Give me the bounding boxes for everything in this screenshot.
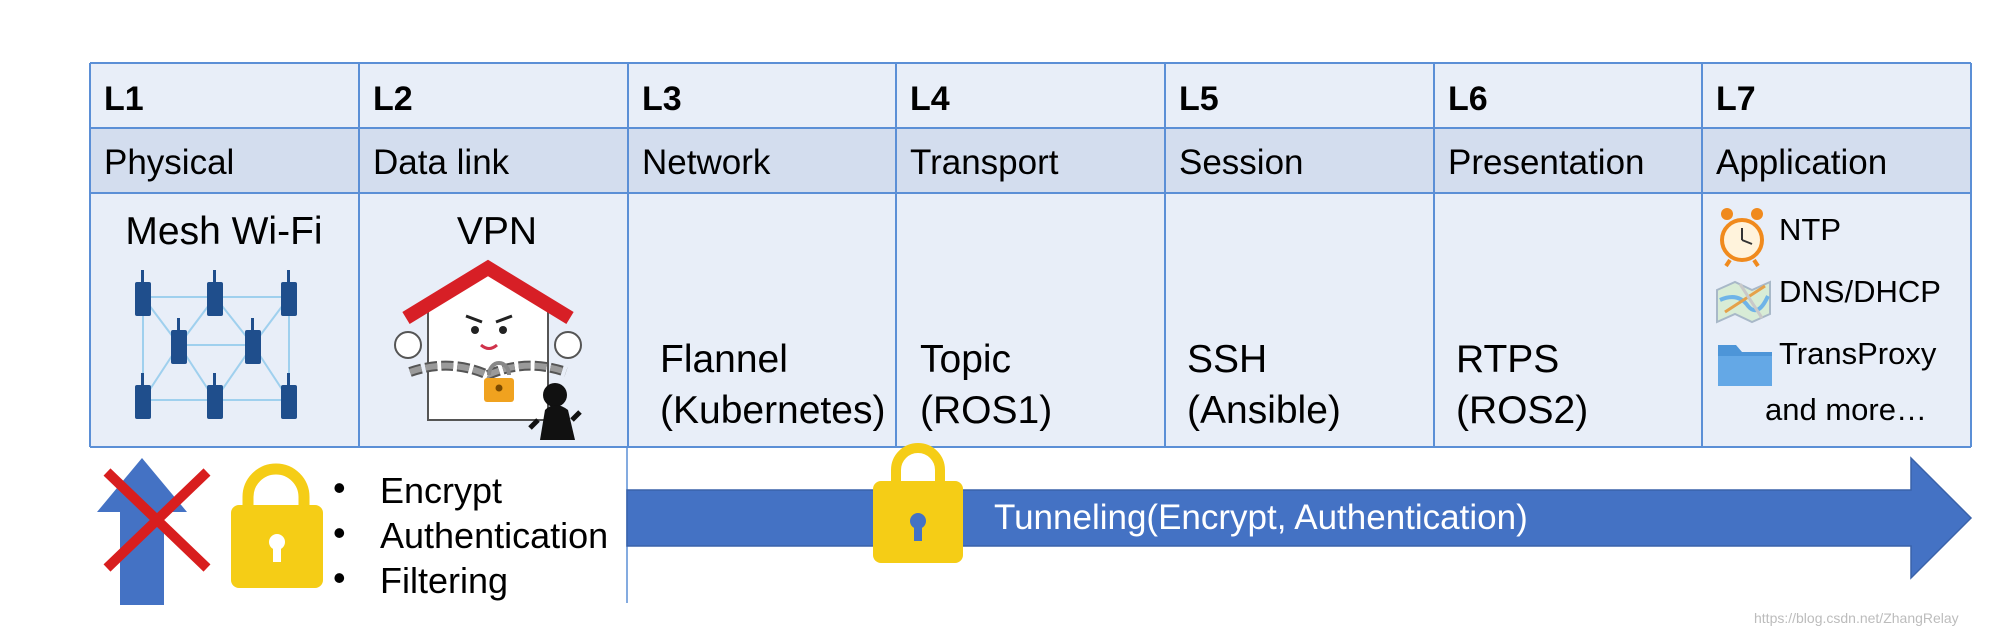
feature-bullets: • Encrypt • Authentication • Filtering [333,467,608,601]
level-labels: L1 L2 L3 L4 L5 L6 L7 [104,80,1756,118]
layer-content-text: Flannel [660,338,788,381]
bullet-item: Filtering [380,560,508,601]
content-row-bg [90,193,1971,447]
folder-icon [1718,345,1772,386]
bullet-item: Authentication [380,515,608,556]
layer-name: Transport [910,143,1059,182]
layer-content-text: VPN [457,210,537,253]
level-l7: L7 [1716,80,1756,118]
name-row-bg [90,128,1971,193]
level-l1: L1 [104,80,144,118]
layer-name: Network [642,143,771,182]
application-icons: NTP DNS/DHCP TransProxy and more… [1716,208,1941,427]
layer-names: Physical Data link Network Transport Session… [104,143,1887,182]
level-l2: L2 [373,80,413,118]
bullet-glyph: • [333,467,346,508]
legend-l1-l2: • Encrypt • Authentication • Filtering [97,447,628,605]
layer-content-text: Topic [920,338,1011,381]
mesh-wifi-icon [135,270,297,419]
tunneling-arrow: Tunneling(Encrypt, Authentication) [626,443,1973,580]
application-item-label: NTP [1779,212,1841,247]
bullet-glyph: • [333,557,346,598]
layer-content-text: (ROS1) [920,389,1052,432]
padlock-icon [231,463,323,588]
layer-content-text: (ROS2) [1456,389,1588,432]
layer-content-text: RTPS [1456,338,1559,381]
level-l3: L3 [642,80,682,118]
application-item-label: TransProxy [1779,336,1937,371]
bullet-glyph: • [333,512,346,553]
tunnel-label: Tunneling(Encrypt, Authentication) [994,498,1528,537]
layer-content-text: (Kubernetes) [660,389,885,432]
level-l5: L5 [1179,80,1219,118]
table-grid [89,62,1972,448]
application-more: and more… [1765,392,1927,427]
layer-name: Data link [373,143,510,182]
layer-name: Presentation [1448,143,1645,182]
level-l6: L6 [1448,80,1488,118]
application-item-label: DNS/DHCP [1779,274,1941,309]
layer-name: Application [1716,143,1887,182]
map-icon [1716,280,1771,324]
layer-name: Physical [104,143,234,182]
application-items: NTP DNS/DHCP TransProxy and more… [1765,212,1941,427]
level-l4: L4 [910,80,950,118]
layer-content-text: SSH [1187,338,1267,381]
watermark: https://blog.csdn.net/ZhangRelay [1754,610,1959,626]
layer-content-text: Mesh Wi-Fi [125,210,322,253]
alarm-clock-icon [1720,208,1764,268]
blocked-up-arrow-icon [97,458,211,605]
layer-content-text: (Ansible) [1187,389,1341,432]
header-row-bg [90,63,1971,128]
vpn-house-icon [394,259,582,440]
layer-name: Session [1179,143,1304,182]
tunnel-padlock-icon [873,443,963,563]
layer-contents: Mesh Wi-Fi VPN Flannel (Kubernetes) Topic (RO… [125,210,1588,432]
bullet-item: Encrypt [380,470,502,511]
